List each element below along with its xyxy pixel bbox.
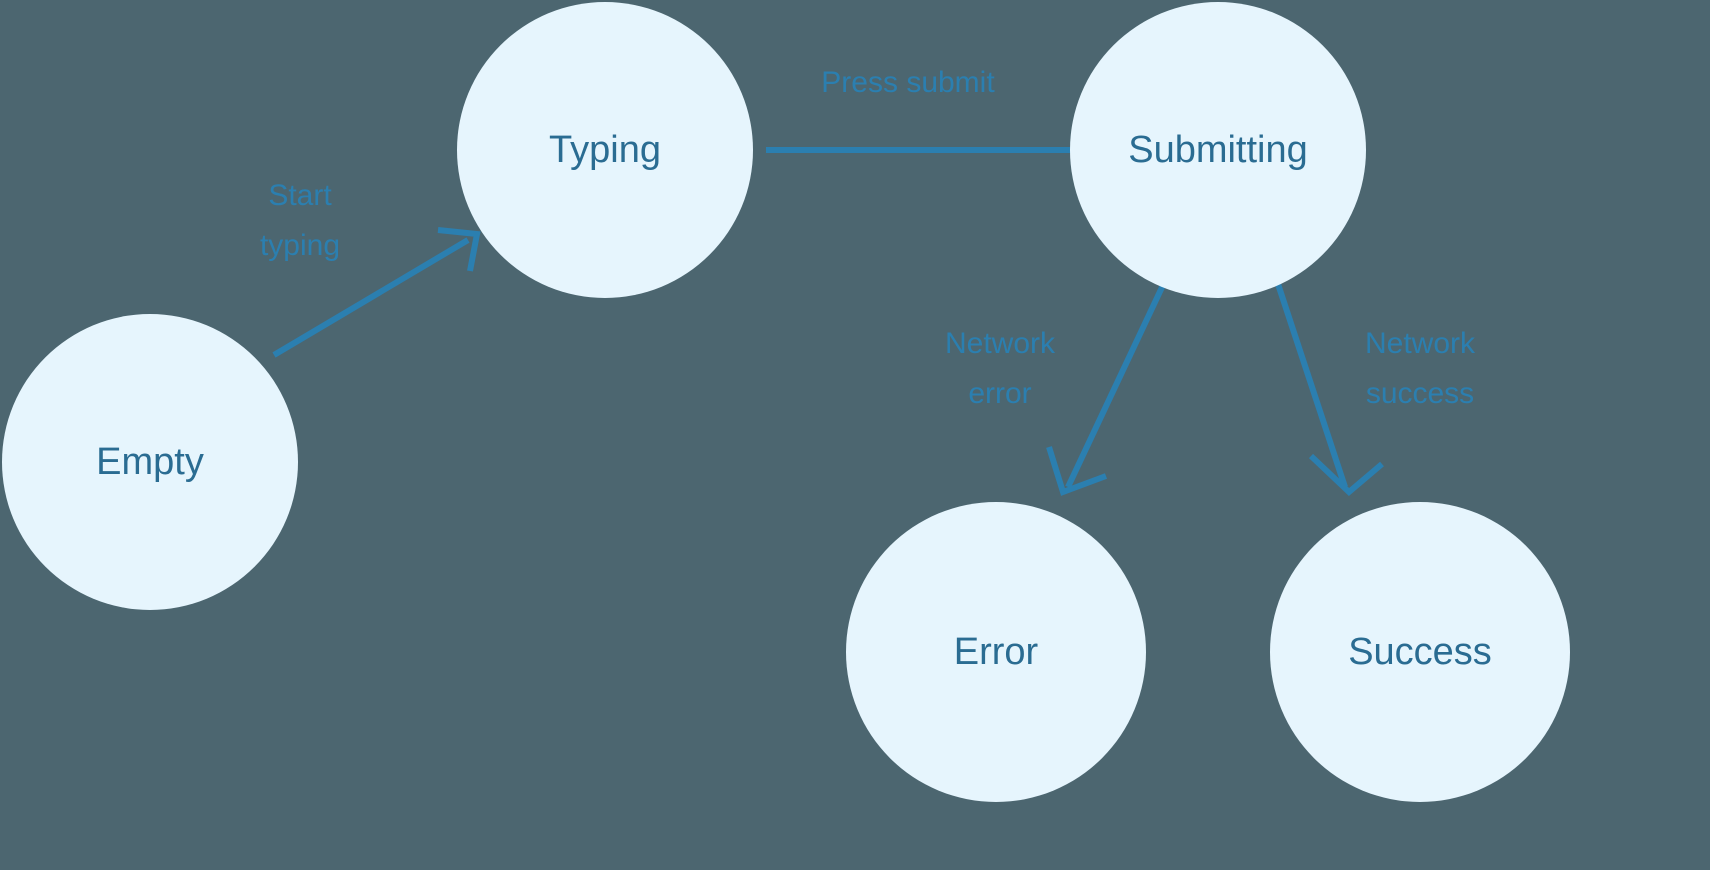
edge-submitting-to-success-line xyxy=(1274,280,1348,488)
edge-empty-to-typing-arrowhead xyxy=(437,227,481,272)
edge-empty-to-typing-line xyxy=(272,237,470,358)
node-empty-label: Empty xyxy=(96,441,204,483)
edge-label-network-error-line2: error xyxy=(968,377,1031,410)
node-typing-shape[interactable] xyxy=(457,2,753,298)
edge-label-start-typing-line2: typing xyxy=(260,229,340,262)
edge-label-press-submit: Press submit xyxy=(821,66,995,99)
node-submitting-label: Submitting xyxy=(1128,129,1308,171)
node-error-label: Error xyxy=(954,631,1039,673)
node-submitting-shape[interactable] xyxy=(1070,2,1366,298)
node-error[interactable]: Error xyxy=(846,502,1146,802)
node-typing[interactable]: Typing xyxy=(457,2,753,298)
edge-label-start-typing: Start typing xyxy=(260,179,340,262)
node-success-shape[interactable] xyxy=(1270,502,1570,802)
edge-submitting-to-success-arrowhead xyxy=(1308,453,1384,497)
edge-submitting-to-error-arrowhead xyxy=(1046,446,1108,496)
node-empty[interactable]: Empty xyxy=(2,314,298,610)
edge-label-network-error: Network error xyxy=(945,327,1056,410)
edge-label-start-typing-line1: Start xyxy=(268,179,332,212)
edge-submitting-to-error-line xyxy=(1065,281,1167,489)
edge-submitting-to-error xyxy=(1046,281,1167,496)
edge-label-press-submit-line1: Press submit xyxy=(821,66,995,99)
node-success-label: Success xyxy=(1348,631,1492,673)
edge-label-network-error-line1: Network xyxy=(945,327,1056,360)
edge-label-network-success-line2: success xyxy=(1366,377,1474,410)
edge-submitting-to-success xyxy=(1274,280,1384,497)
node-typing-label: Typing xyxy=(549,129,661,171)
edge-label-network-success: Network success xyxy=(1365,327,1476,410)
node-success[interactable]: Success xyxy=(1270,502,1570,802)
node-empty-shape[interactable] xyxy=(2,314,298,610)
edge-empty-to-typing xyxy=(272,227,481,358)
edge-label-network-success-line1: Network xyxy=(1365,327,1476,360)
node-error-shape[interactable] xyxy=(846,502,1146,802)
node-submitting[interactable]: Submitting xyxy=(1070,2,1366,298)
